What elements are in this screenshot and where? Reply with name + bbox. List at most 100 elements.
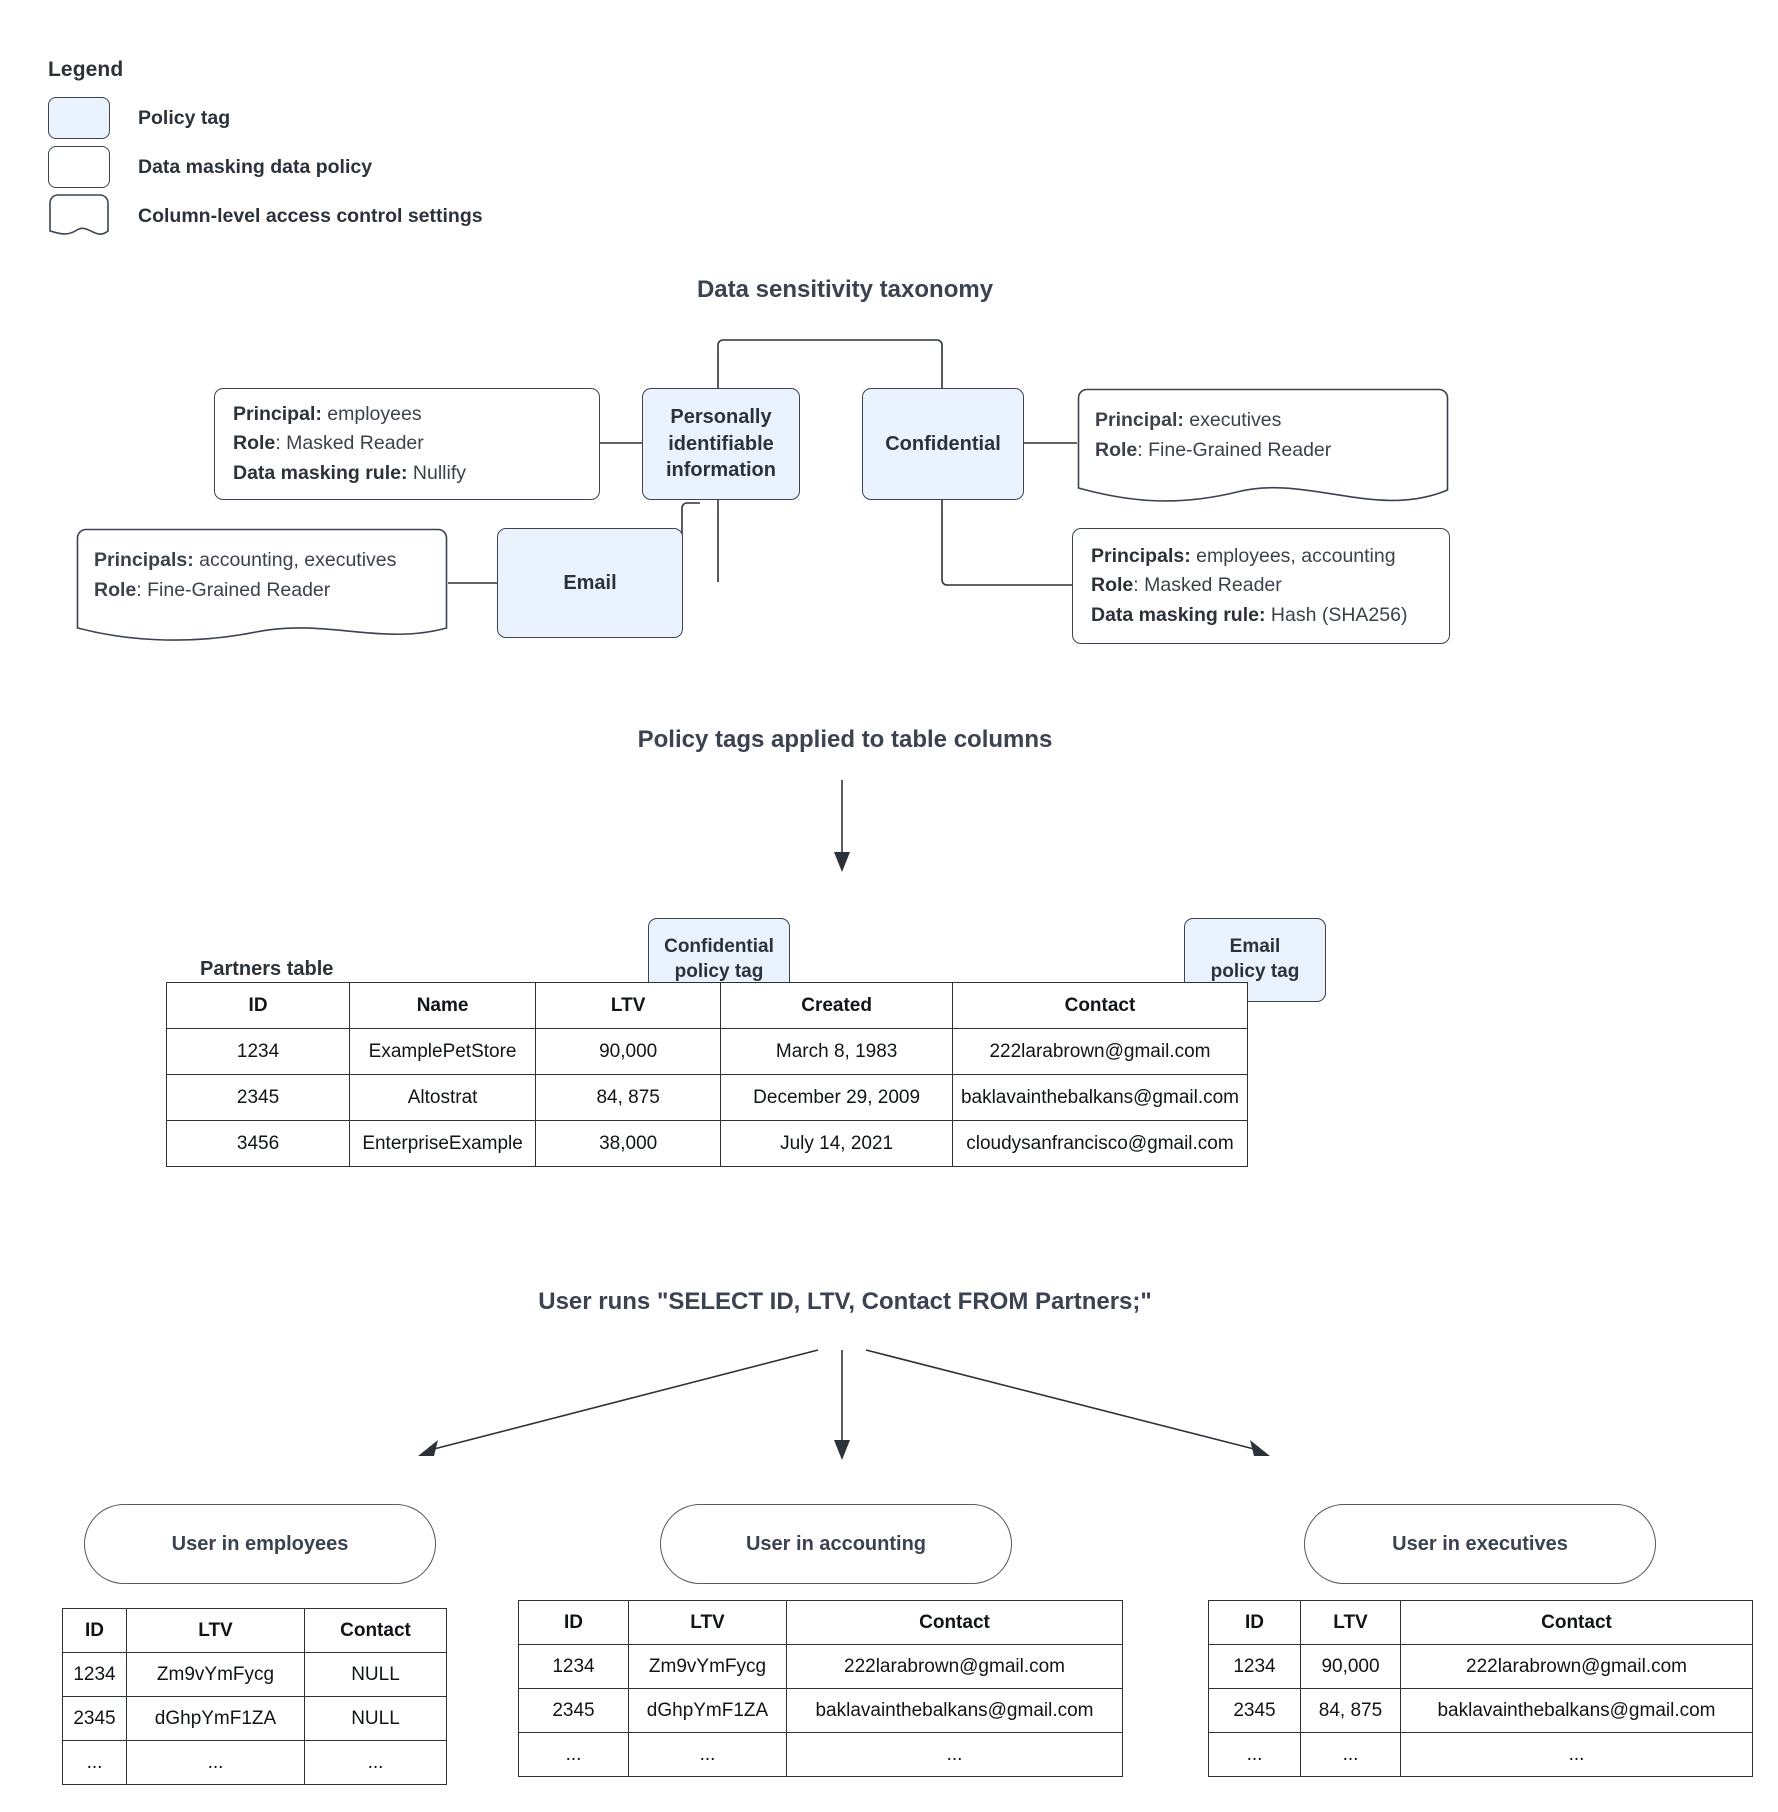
table-cell: 3456 — [165, 1120, 351, 1167]
table-cell: baklavainthebalkans@gmail.com — [1400, 1688, 1753, 1733]
table-cell: Zm9vYmFycg — [126, 1652, 305, 1697]
policy-tag-label: Email — [563, 571, 617, 594]
taxonomy-section-title: Data sensitivity taxonomy — [696, 276, 994, 303]
table-cell: ... — [786, 1732, 1123, 1777]
policy-line-key: Role — [233, 432, 276, 455]
policy-line-key: Role — [1095, 439, 1138, 461]
table-cell: ... — [1208, 1732, 1301, 1777]
policy-line-key: Data masking rule: — [1091, 603, 1266, 626]
column-header: LTV — [126, 1608, 305, 1653]
legend-item-label: Column-level access control settings — [138, 204, 483, 227]
table-cell: NULL — [304, 1652, 447, 1697]
table-cell: 1234 — [165, 1028, 351, 1075]
policy-line-value: : Masked Reader — [1133, 574, 1282, 597]
table-cell: July 14, 2021 — [720, 1120, 953, 1167]
table-cell: ... — [304, 1740, 447, 1785]
table-cell: Altostrat — [349, 1074, 537, 1121]
table-cell: baklavainthebalkans@gmail.com — [786, 1688, 1123, 1733]
data-masking-policy-swatch — [48, 146, 110, 188]
legend-item-policy-tag: Policy tag — [48, 94, 668, 142]
table-cell: 2345 — [165, 1074, 351, 1121]
table-cell: 2345 — [1208, 1688, 1301, 1733]
policy-line-value: : Masked Reader — [275, 432, 424, 455]
policy-tag-label: Confidential — [885, 432, 1001, 455]
table-cell: 90,000 — [535, 1028, 722, 1075]
table-row: 2345 84, 875 baklavainthebalkans@gmail.c… — [1208, 1688, 1753, 1733]
result-table-accounting: ID LTV Contact 1234 Zm9vYmFycg 222larabr… — [518, 1600, 1123, 1777]
table-cell: 1234 — [62, 1652, 127, 1697]
partners-table-caption: Partners table — [200, 958, 334, 980]
result-label-accounting: User in accounting — [660, 1504, 1012, 1584]
table-cell: March 8, 1983 — [720, 1028, 953, 1075]
column-header: LTV — [535, 982, 722, 1029]
policy-tag-confidential[interactable]: Confidential — [862, 388, 1024, 500]
table-cell: 222larabrown@gmail.com — [1400, 1644, 1753, 1689]
chip-line-2: policy tag — [674, 961, 764, 982]
legend-item-column-access-control: Column-level access control settings — [48, 192, 668, 240]
table-row: 1234 Zm9vYmFycg NULL — [62, 1652, 447, 1697]
policy-tag-email[interactable]: Email — [497, 528, 683, 638]
confidential-column-access-settings-box: Principal: executives Role: Fine-Grained… — [1077, 388, 1449, 508]
result-label-executives: User in executives — [1304, 1504, 1656, 1584]
table-row: ... ... ... — [518, 1732, 1123, 1777]
partners-table: ID Name LTV Created Contact 1234 Example… — [165, 982, 1249, 1167]
table-cell: dGhpYmF1ZA — [126, 1696, 305, 1741]
table-cell: dGhpYmF1ZA — [628, 1688, 787, 1733]
table-cell: ExamplePetStore — [349, 1028, 537, 1075]
table-cell: NULL — [304, 1696, 447, 1741]
column-header: Created — [720, 982, 953, 1029]
policy-line-value: Nullify — [407, 461, 466, 484]
column-header: ID — [62, 1608, 127, 1653]
applied-section-title: Policy tags applied to table columns — [637, 726, 1053, 753]
table-cell: 84, 875 — [1300, 1688, 1401, 1733]
table-cell: 1234 — [1208, 1644, 1301, 1689]
table-header-row: ID Name LTV Created Contact — [165, 982, 1249, 1029]
table-cell: ... — [518, 1732, 629, 1777]
table-row: 1234 Zm9vYmFycg 222larabrown@gmail.com — [518, 1644, 1123, 1689]
table-row: 2345 dGhpYmF1ZA NULL — [62, 1696, 447, 1741]
result-table-employees: ID LTV Contact 1234 Zm9vYmFycg NULL 2345… — [62, 1608, 447, 1785]
table-cell: 222larabrown@gmail.com — [786, 1644, 1123, 1689]
policy-tag-label: Personally identifiable information — [666, 406, 776, 482]
policy-line-value: executives — [1183, 409, 1282, 432]
email-column-access-settings-box: Principals: accounting, executives Role:… — [76, 528, 448, 648]
legend-item-label: Policy tag — [138, 106, 231, 129]
legend-item-data-masking-policy: Data masking data policy — [48, 143, 668, 191]
table-row: 1234 ExamplePetStore 90,000 March 8, 198… — [165, 1028, 1249, 1075]
policy-tag-swatch — [48, 97, 110, 139]
policy-line-key: Principal: — [233, 402, 322, 425]
result-label-employees: User in employees — [84, 1504, 436, 1584]
policy-line-key: Role — [94, 579, 137, 601]
legend-item-label: Data masking data policy — [138, 155, 373, 178]
column-header: Contact — [951, 982, 1249, 1029]
result-table-executives: ID LTV Contact 1234 90,000 222larabrown@… — [1208, 1600, 1753, 1777]
table-cell: ... — [1300, 1732, 1401, 1777]
table-header-row: ID LTV Contact — [62, 1608, 447, 1653]
table-cell: December 29, 2009 — [720, 1074, 953, 1121]
policy-line-value: Hash (SHA256) — [1265, 603, 1408, 626]
table-cell: ... — [628, 1732, 787, 1777]
table-cell: 90,000 — [1300, 1644, 1401, 1689]
legend: Legend Policy tag Data masking data poli… — [48, 58, 668, 241]
policy-line-value: employees — [321, 402, 422, 425]
table-cell: EnterpriseExample — [349, 1120, 537, 1167]
table-cell: ... — [1400, 1732, 1753, 1777]
result-label-text: User in accounting — [745, 1532, 927, 1555]
query-section-title: User runs "SELECT ID, LTV, Contact FROM … — [538, 1288, 1152, 1315]
policy-line-key: Principals: — [94, 549, 194, 572]
table-header-row: ID LTV Contact — [518, 1600, 1123, 1645]
table-cell: ... — [62, 1740, 127, 1785]
chip-line-1: Confidential — [664, 936, 774, 958]
column-access-control-swatch — [48, 193, 110, 239]
confidential-data-masking-policy-box: Principals: employees, accounting Role: … — [1072, 528, 1450, 644]
table-row: ... ... ... — [62, 1740, 447, 1785]
table-row: 2345 dGhpYmF1ZA baklavainthebalkans@gmai… — [518, 1688, 1123, 1733]
policy-line-value: : Fine-Grained Reader — [1137, 439, 1332, 461]
table-cell: Zm9vYmFycg — [628, 1644, 787, 1689]
policy-line-value: accounting, executives — [193, 549, 397, 572]
table-cell: 38,000 — [535, 1120, 722, 1167]
policy-line-key: Data masking rule: — [233, 461, 408, 484]
table-cell: baklavainthebalkans@gmail.com — [951, 1074, 1249, 1121]
policy-tag-pii[interactable]: Personally identifiable information — [642, 388, 800, 500]
column-header: Name — [349, 982, 537, 1029]
